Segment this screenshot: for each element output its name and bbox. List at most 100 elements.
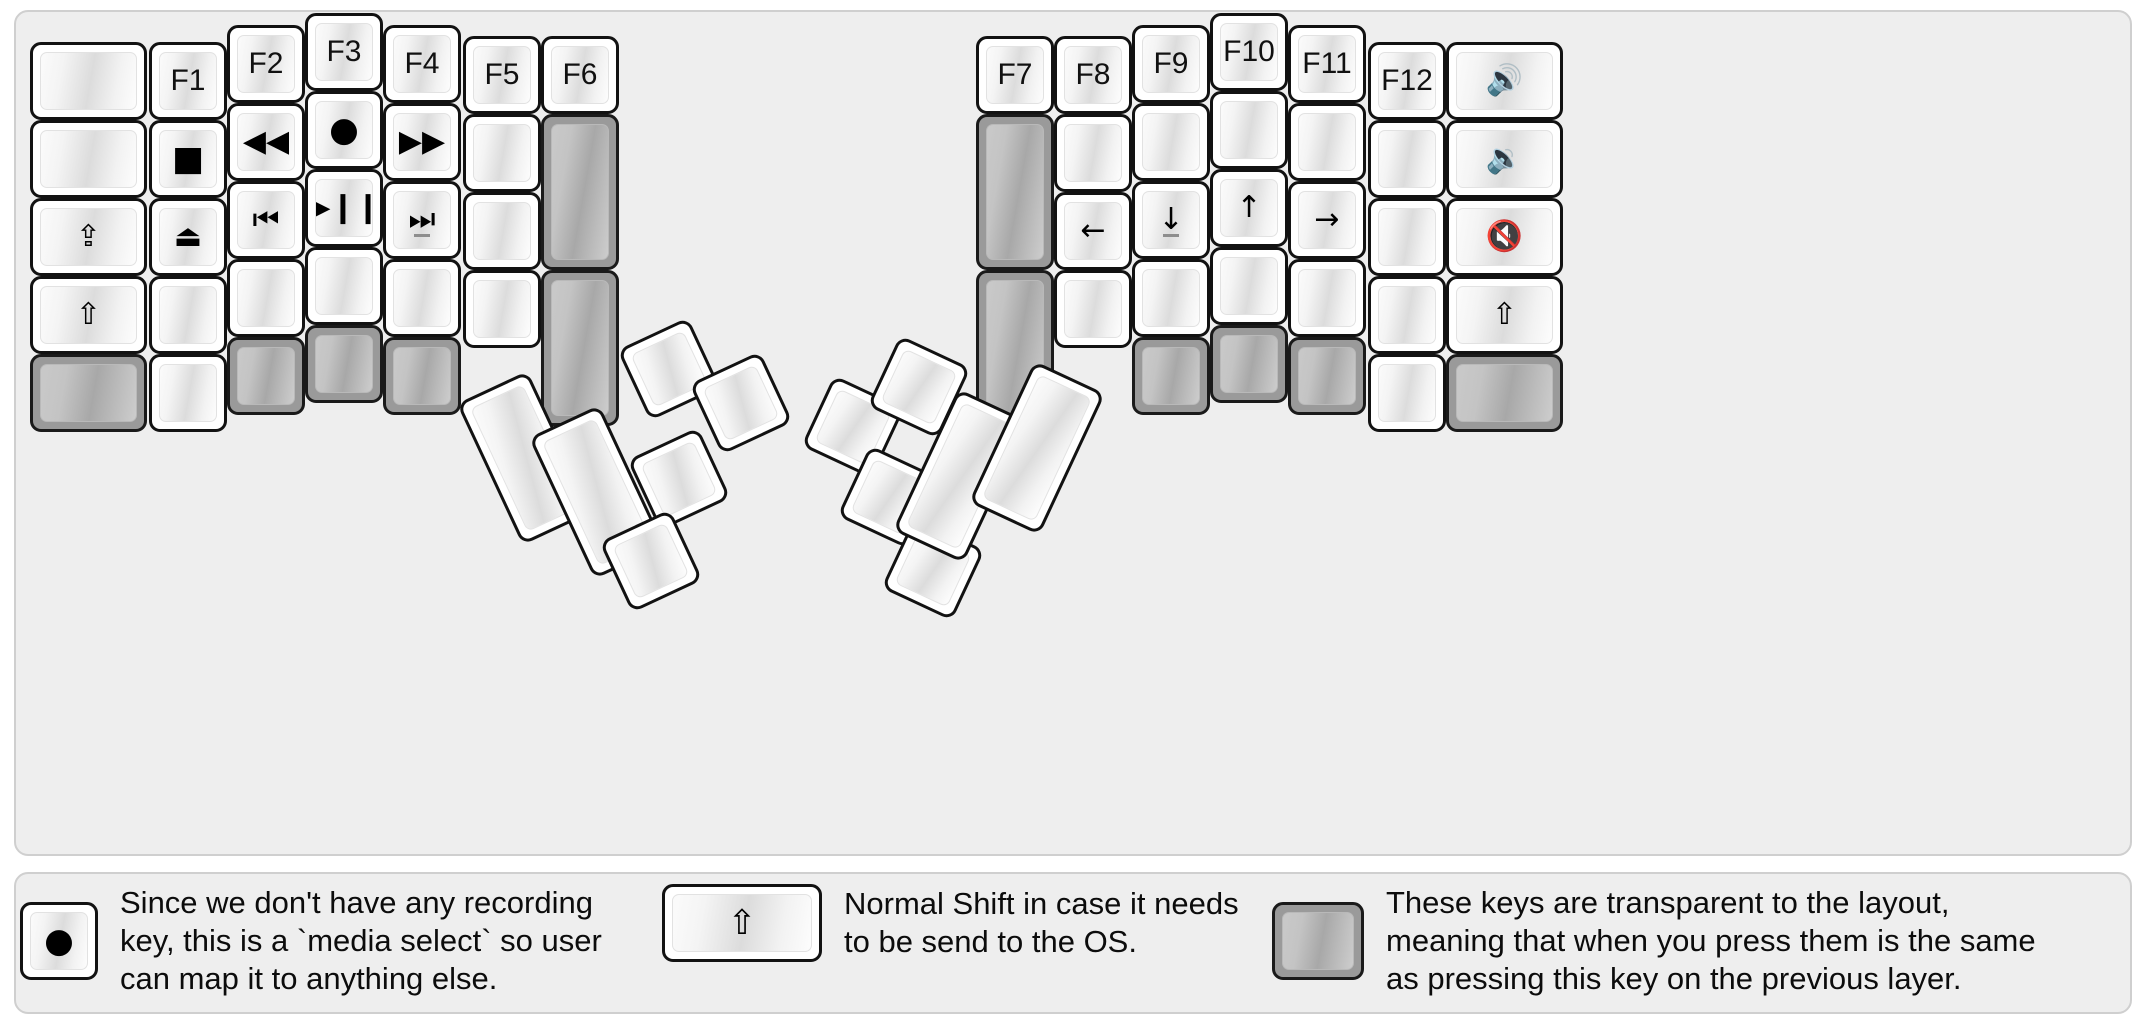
key-l-c3-r4[interactable] — [305, 325, 383, 403]
key-r-c1-r0[interactable]: F8 — [1054, 36, 1132, 114]
key-r-c5-r4[interactable] — [1368, 354, 1446, 432]
key-l-c4-r0[interactable]: F4 — [383, 25, 461, 103]
key-r-c2-r1[interactable] — [1132, 103, 1210, 181]
key-l-c4-r1[interactable]: ▶▶ — [383, 103, 461, 181]
key-r-c5-r0[interactable]: F12 — [1368, 42, 1446, 120]
key-l-c1-r0[interactable]: F1 — [149, 42, 227, 120]
key-label: F7 — [997, 58, 1033, 91]
key-r-c6-r0[interactable]: 🔊 — [1446, 42, 1563, 120]
keycap-face: 🔇 — [1456, 208, 1553, 266]
key-r-c4-r4[interactable] — [1288, 337, 1366, 415]
keycap-face: F4 — [393, 35, 451, 93]
key-l-c5-r3[interactable] — [463, 270, 541, 348]
key-r-c6-r1[interactable]: 🔉 — [1446, 120, 1563, 198]
key-r-c3-r1[interactable] — [1210, 91, 1288, 169]
key-r-c3-r0[interactable]: F10 — [1210, 13, 1288, 91]
rewind-icon: ◀◀ — [242, 124, 290, 159]
key-l-c0-r4[interactable] — [30, 354, 147, 432]
key-r-c1-r3[interactable] — [1054, 270, 1132, 348]
keycap-face — [1378, 286, 1436, 344]
keycap-face — [1378, 208, 1436, 266]
key-l-c4-r3[interactable] — [383, 259, 461, 337]
keycap-face — [1378, 364, 1436, 422]
shift-icon: ⇧ — [1491, 297, 1518, 332]
legend-transparent-sample-key — [1272, 901, 1364, 980]
key-l-c1-r4[interactable] — [149, 354, 227, 432]
key-r-c1-r1[interactable] — [1054, 114, 1132, 192]
key-l-c2-r0[interactable]: F2 — [227, 25, 305, 103]
key-r-c4-r0[interactable]: F11 — [1288, 25, 1366, 103]
keycap-face — [1064, 124, 1122, 182]
key-r-c0-r1[interactable] — [976, 114, 1054, 270]
key-l-c2-r2[interactable]: ⏮ — [227, 181, 305, 259]
key-r-c2-r4[interactable] — [1132, 337, 1210, 415]
key-l-c0-r0[interactable] — [30, 42, 147, 120]
key-l-c1-r2[interactable]: ⏏ — [149, 198, 227, 276]
shift_lock-icon: ⇪ — [75, 219, 102, 254]
key-l-c6-r0[interactable]: F6 — [541, 36, 619, 114]
keycap-face — [640, 440, 718, 518]
key-l-c3-r1[interactable]: ● — [305, 91, 383, 169]
key-r-c4-r1[interactable] — [1288, 103, 1366, 181]
key-r-c2-r2[interactable]: ↓ — [1132, 181, 1210, 259]
key-l-c0-r1[interactable] — [30, 120, 147, 198]
key-r-c4-r3[interactable] — [1288, 259, 1366, 337]
key-r-c2-r0[interactable]: F9 — [1132, 25, 1210, 103]
key-l-c2-r4[interactable] — [227, 337, 305, 415]
key-l-c0-r2[interactable]: ⇪ — [30, 198, 147, 276]
keycap-face: F3 — [315, 23, 373, 81]
keycap-face — [986, 124, 1044, 260]
key-r-c3-r2[interactable]: ↑ — [1210, 169, 1288, 247]
key-r-c5-r2[interactable] — [1368, 198, 1446, 276]
key-l-c5-r2[interactable] — [463, 192, 541, 270]
volume_mute-icon: 🔇 — [1485, 219, 1524, 254]
keycap-face: F7 — [986, 46, 1044, 104]
key-r-c3-r4[interactable] — [1210, 325, 1288, 403]
keycap-face — [551, 280, 609, 416]
key-l-c3-r3[interactable] — [305, 247, 383, 325]
keycap-face — [1142, 347, 1200, 405]
key-l-c6-r2[interactable] — [541, 270, 619, 426]
key-l-c3-r0[interactable]: F3 — [305, 13, 383, 91]
key-l-c4-r4[interactable] — [383, 337, 461, 415]
key-tick-marker — [1163, 234, 1179, 237]
key-l-c0-r3[interactable]: ⇧ — [30, 276, 147, 354]
key-r-c6-r3[interactable]: ⇧ — [1446, 276, 1563, 354]
legend-panel — [14, 872, 2132, 1014]
key-l-c1-r3[interactable] — [149, 276, 227, 354]
key-tick-marker — [414, 234, 430, 237]
keycap-face: ↑ — [1220, 179, 1278, 237]
keycap-face: F2 — [237, 35, 295, 93]
keycap-face — [473, 124, 531, 182]
keycap-face: ⏏ — [159, 208, 217, 266]
keycap-face — [1298, 113, 1356, 171]
key-r-c5-r3[interactable] — [1368, 276, 1446, 354]
key-r-c1-r2[interactable]: ← — [1054, 192, 1132, 270]
key-l-c1-r1[interactable]: ■ — [149, 120, 227, 198]
keycap-face: ↓ — [1142, 191, 1200, 249]
key-r-c6-r2[interactable]: 🔇 — [1446, 198, 1563, 276]
keycap-face — [1298, 269, 1356, 327]
key-r-c0-r0[interactable]: F7 — [976, 36, 1054, 114]
next_track-icon: ⏭ — [408, 202, 436, 237]
eject-icon: ⏏ — [173, 219, 203, 254]
key-l-c4-r2[interactable]: ⏭ — [383, 181, 461, 259]
keycap-face — [315, 335, 373, 393]
keycap-face: 🔉 — [1456, 130, 1553, 188]
key-l-c2-r3[interactable] — [227, 259, 305, 337]
key-r-c2-r3[interactable] — [1132, 259, 1210, 337]
keycap-face — [1220, 257, 1278, 315]
keycap-face — [551, 124, 609, 260]
key-l-c6-r1[interactable] — [541, 114, 619, 270]
key-r-c6-r4[interactable] — [1446, 354, 1563, 432]
key-l-c5-r0[interactable]: F5 — [463, 36, 541, 114]
key-l-c5-r1[interactable] — [463, 114, 541, 192]
key-r-c4-r2[interactable]: → — [1288, 181, 1366, 259]
prev_track-icon: ⏮ — [252, 202, 280, 237]
key-r-c3-r3[interactable] — [1210, 247, 1288, 325]
key-l-c2-r1[interactable]: ◀◀ — [227, 103, 305, 181]
key-l-c3-r2[interactable]: ▶❙❙ — [305, 169, 383, 247]
key-r-c5-r1[interactable] — [1368, 120, 1446, 198]
keycap-face — [40, 52, 137, 110]
